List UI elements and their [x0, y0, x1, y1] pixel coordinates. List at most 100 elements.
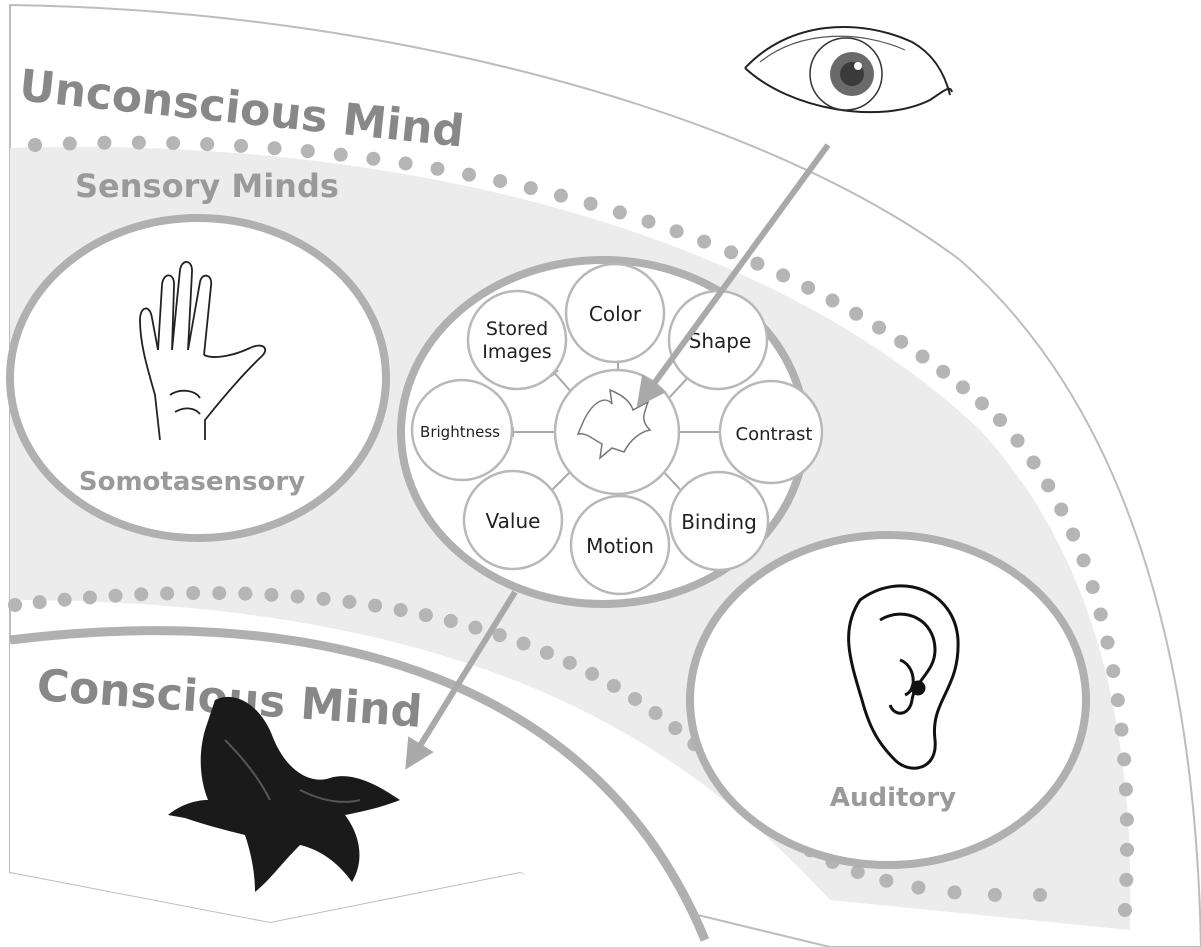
boundary-dot: [166, 136, 180, 150]
boundary-dot: [200, 137, 214, 151]
boundary-dot: [1120, 843, 1134, 857]
boundary-dot: [234, 139, 248, 153]
boundary-dot: [264, 588, 278, 602]
boundary-dot: [872, 321, 886, 335]
boundary-dot: [584, 197, 598, 211]
boundary-dot: [399, 156, 413, 170]
auditory-mind: [690, 535, 1086, 865]
boundary-dot: [83, 590, 97, 604]
boundary-dot: [97, 136, 111, 150]
boundary-dot: [493, 174, 507, 188]
boundary-dot: [1114, 723, 1128, 737]
boundary-dot: [825, 294, 839, 308]
boundary-dot: [342, 595, 356, 609]
node-color-label: Color: [589, 302, 642, 326]
boundary-dot: [28, 138, 42, 152]
boundary-dot: [1119, 782, 1133, 796]
boundary-dot: [649, 706, 663, 720]
boundary-dot: [301, 144, 315, 158]
boundary-dot: [697, 235, 711, 249]
eye-icon: [745, 27, 952, 112]
boundary-dot: [444, 614, 458, 628]
boundary-dot: [988, 888, 1002, 902]
boundary-dot: [948, 885, 962, 899]
boundary-dot: [419, 608, 433, 622]
boundary-dot: [750, 257, 764, 271]
boundary-dot: [801, 281, 815, 295]
boundary-dot: [1086, 580, 1100, 594]
boundary-dot: [517, 637, 531, 651]
boundary-dot: [212, 586, 226, 600]
node-stored-images: [468, 291, 566, 389]
boundary-dot: [1054, 502, 1068, 516]
somatosensory-label: Somotasensory: [79, 467, 305, 497]
node-motion-label: Motion: [586, 534, 654, 558]
sensory-minds-title: Sensory Minds: [75, 167, 339, 205]
boundary-dot: [186, 586, 200, 600]
boundary-dot: [58, 593, 72, 607]
boundary-dot: [641, 215, 655, 229]
boundary-dot: [291, 590, 305, 604]
boundary-dot: [524, 181, 538, 195]
boundary-dot: [1041, 478, 1055, 492]
boundary-dot: [879, 874, 893, 888]
boundary-dot: [1033, 888, 1047, 902]
boundary-dot: [1066, 527, 1080, 541]
boundary-dot: [394, 603, 408, 617]
boundary-dot: [894, 335, 908, 349]
node-brightness-label: Brightness: [420, 423, 500, 441]
boundary-dot: [540, 646, 554, 660]
boundary-dot: [628, 692, 642, 706]
boundary-dot: [238, 587, 252, 601]
boundary-dot: [1011, 434, 1025, 448]
node-stored-images-label-2: Images: [482, 341, 551, 363]
boundary-dot: [368, 599, 382, 613]
boundary-dot: [134, 587, 148, 601]
node-stored-images-label-1: Stored: [486, 318, 548, 340]
boundary-dot: [1077, 553, 1091, 567]
boundary-dot: [911, 881, 925, 895]
boundary-dot: [462, 168, 476, 182]
boundary-dot: [1027, 455, 1041, 469]
boundary-dot: [849, 307, 863, 321]
boundary-dot: [1120, 813, 1134, 827]
boundary-dot: [993, 413, 1007, 427]
boundary-dot: [585, 667, 599, 681]
boundary-dot: [63, 137, 77, 151]
boundary-dot: [975, 396, 989, 410]
boundary-dot: [554, 189, 568, 203]
boundary-dot: [1119, 873, 1133, 887]
boundary-dot: [724, 245, 738, 259]
node-binding-label: Binding: [681, 510, 757, 534]
node-value-label: Value: [486, 509, 541, 533]
boundary-dot: [956, 380, 970, 394]
boundary-dot: [1101, 636, 1115, 650]
boundary-dot: [366, 152, 380, 166]
boundary-dot: [468, 621, 482, 635]
boundary-dot: [916, 350, 930, 364]
boundary-dot: [1106, 664, 1120, 678]
boundary-dot: [431, 162, 445, 176]
boundary-dot: [8, 598, 22, 612]
boundary-dot: [1118, 903, 1132, 917]
boundary-dot: [563, 656, 577, 670]
boundary-dot: [268, 141, 282, 155]
node-contrast-label: Contrast: [736, 424, 813, 445]
boundary-dot: [776, 268, 790, 282]
boundary-dot: [670, 224, 684, 238]
boundary-dot: [132, 136, 146, 150]
boundary-dot: [1094, 607, 1108, 621]
boundary-dot: [936, 365, 950, 379]
boundary-dot: [317, 592, 331, 606]
boundary-dot: [160, 586, 174, 600]
boundary-dot: [607, 679, 621, 693]
auditory-label: Auditory: [830, 783, 956, 813]
boundary-dot: [1117, 752, 1131, 766]
boundary-dot: [1111, 693, 1125, 707]
boundary-dot: [108, 589, 122, 603]
boundary-dot: [33, 595, 47, 609]
boundary-dot: [334, 148, 348, 162]
node-shape-label: Shape: [689, 329, 752, 353]
boundary-dot: [668, 721, 682, 735]
